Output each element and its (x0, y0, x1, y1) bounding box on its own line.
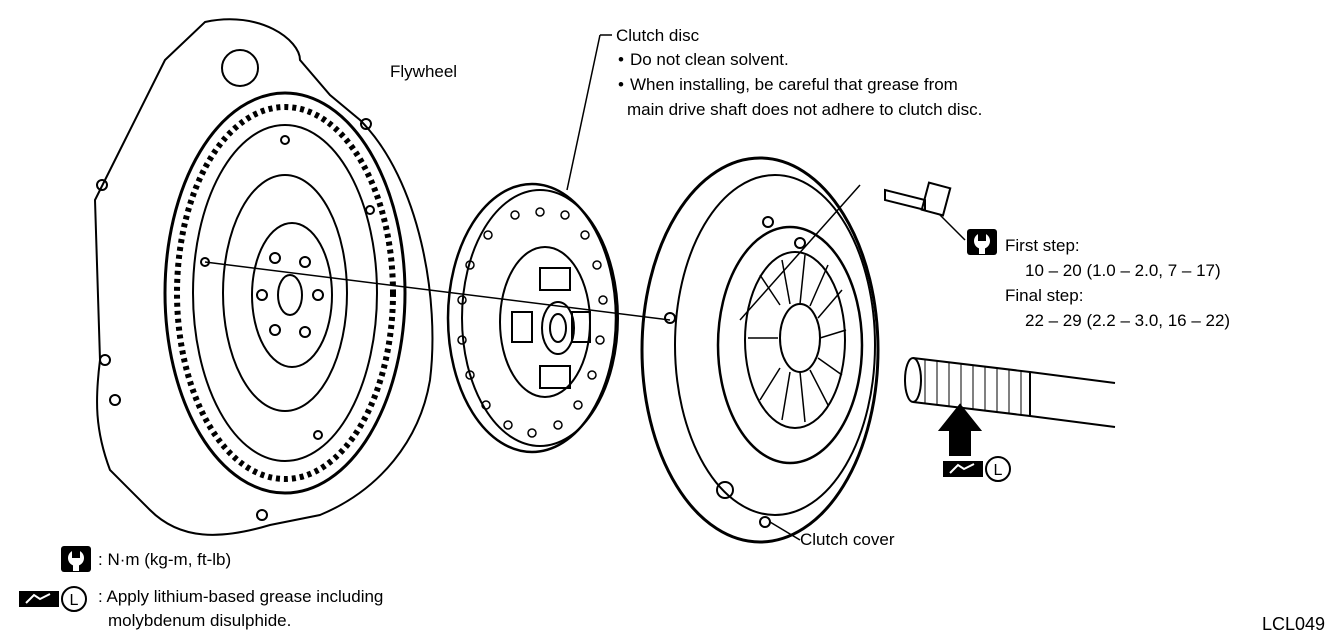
final-step-value: 22 – 29 (2.2 – 3.0, 16 – 22) (1025, 311, 1231, 330)
torque-wrench-icon (967, 229, 997, 255)
final-step-label: Final step: (1005, 286, 1084, 305)
flywheel-ring-gear (163, 91, 407, 495)
legend-torque-icon (61, 546, 91, 572)
clutch-disc-hub (541, 301, 575, 355)
legend-grease-icon: L (19, 586, 87, 612)
main-drive-shaft (904, 357, 1116, 428)
legend-torque-text: : N·m (kg-m, ft-lb) (98, 550, 232, 569)
flywheel-face (192, 124, 378, 462)
svg-text:L: L (70, 592, 79, 609)
first-step-value: 10 – 20 (1.0 – 2.0, 7 – 17) (1025, 261, 1221, 280)
grease-arrow (937, 403, 983, 456)
clutch-disc-label: Clutch disc (616, 26, 700, 45)
alignment-line (204, 261, 671, 321)
clutch-disc-outer (446, 182, 618, 454)
clutch-disc-note-1: Do not clean solvent. (618, 48, 789, 72)
first-step-label: First step: (1005, 236, 1080, 255)
housing-outline (93, 18, 434, 536)
flywheel-label: Flywheel (390, 62, 458, 81)
grease-application-icon: L (943, 456, 1011, 482)
clutch-cover-label: Clutch cover (800, 530, 895, 549)
clutch-cover-outer (640, 156, 880, 544)
diaphragm-spring (744, 251, 846, 429)
legend-grease-text-1: : Apply lithium-based grease including (98, 587, 384, 606)
bolt (884, 181, 952, 217)
housing-hole (221, 49, 259, 87)
flywheel-hub (251, 222, 333, 368)
figure-code: LCL049 (1262, 614, 1326, 634)
clutch-disc-note-2: When installing, be careful that grease … (618, 73, 958, 97)
legend-grease-text-2: molybdenum disulphide. (108, 611, 292, 630)
svg-text:L: L (994, 462, 1003, 479)
clutch-disc-note-3: main drive shaft does not adhere to clut… (627, 100, 983, 119)
